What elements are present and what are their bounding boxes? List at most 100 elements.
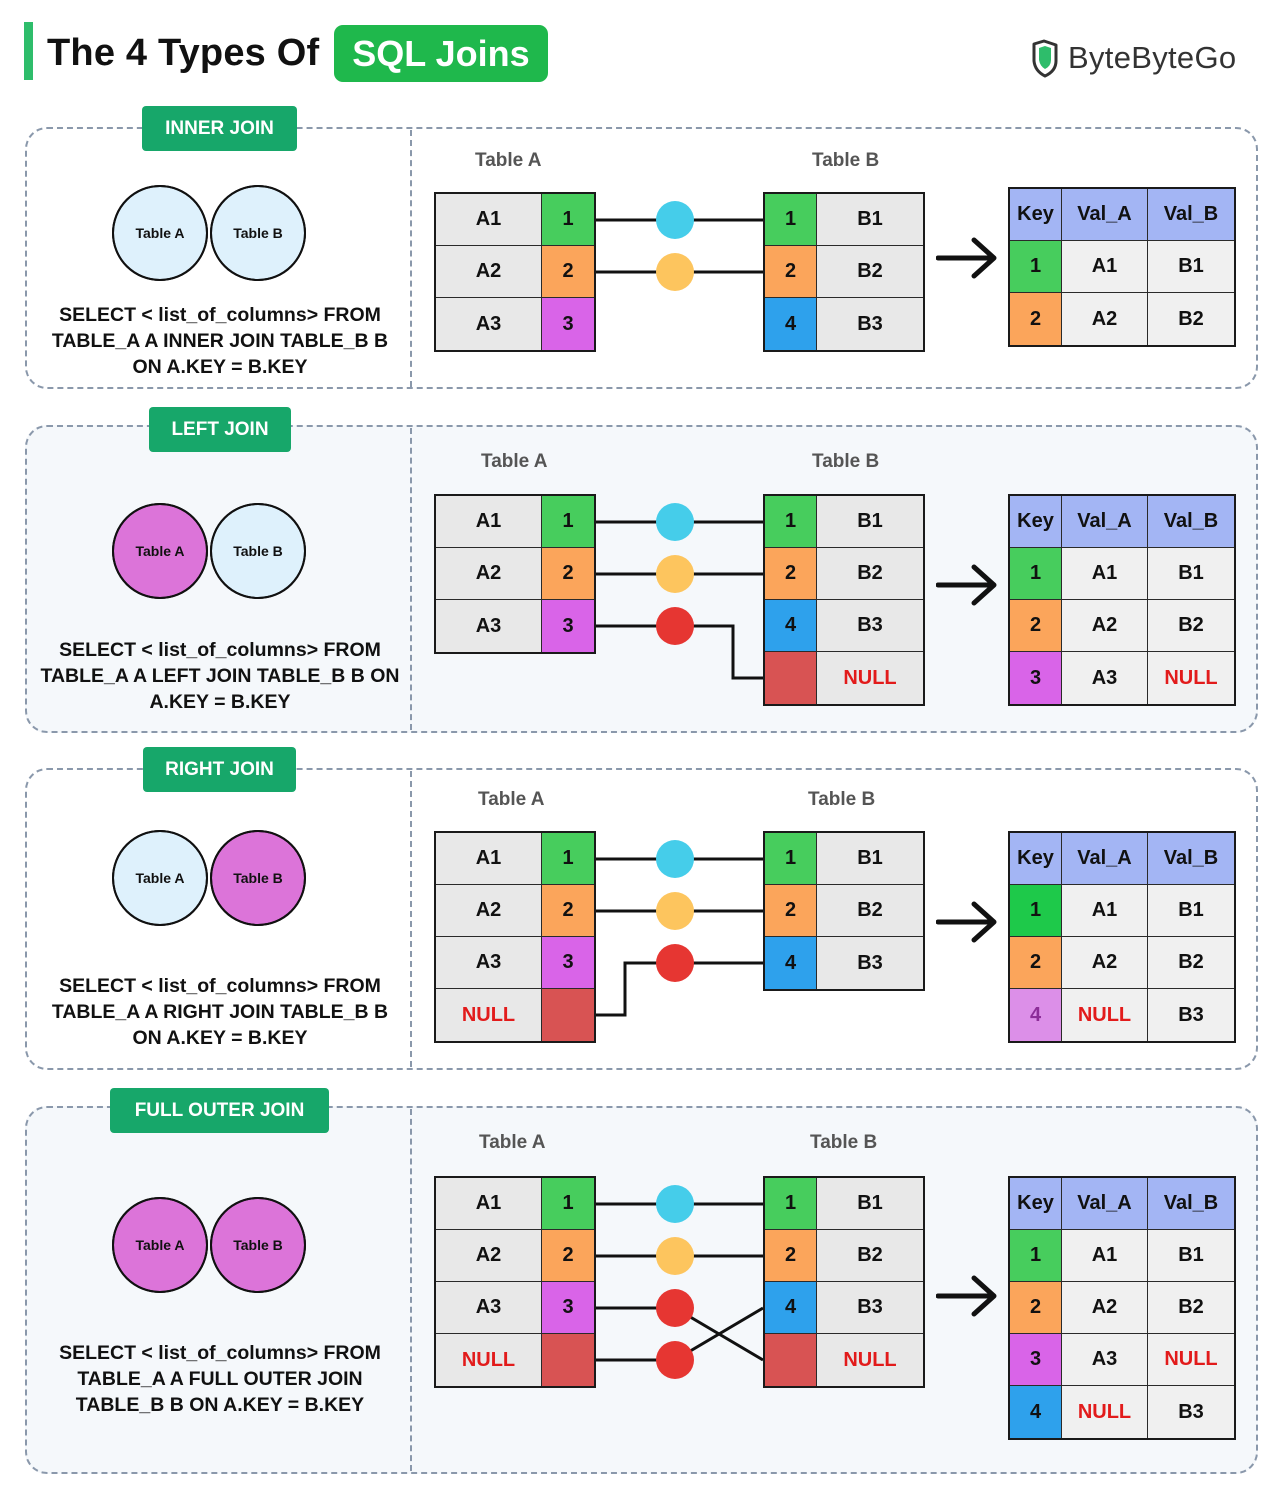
table-a-value-cell: NULL: [436, 1334, 542, 1386]
result-header-cell: Val_A: [1062, 496, 1148, 548]
table-b-value-cell: B3: [817, 1282, 923, 1334]
table-a-key-cell: 2: [542, 246, 594, 298]
result-header-cell: Key: [1010, 1178, 1062, 1230]
result-key-cell: 2: [1010, 1282, 1062, 1334]
result-key-cell: 4: [1010, 1386, 1062, 1438]
table-b-value-cell: B3: [817, 937, 923, 989]
venn-diagram-full: Table A Table B: [113, 1197, 306, 1293]
result-value-cell: A1: [1062, 885, 1148, 937]
page-title-highlight: SQL Joins: [334, 25, 548, 82]
panel-divider: [410, 130, 412, 387]
venn-diagram-left: Table A Table B: [112, 503, 306, 599]
result-key-cell: 4: [1010, 989, 1062, 1041]
table-a-value-cell: A3: [436, 600, 542, 652]
venn-label-a: Table A: [135, 870, 184, 886]
result-value-cell: B1: [1148, 885, 1234, 937]
right-join-sql: SELECT < list_of_columns> FROM TABLE_A A…: [30, 973, 410, 1051]
table-a-key-cell: 1: [542, 833, 594, 885]
table-b-key-cell: 1: [765, 194, 817, 246]
table-b-key-cell: 1: [765, 833, 817, 885]
table-a-label: Table A: [478, 789, 545, 810]
match-dot: [656, 1185, 694, 1223]
table-b-value-cell: B1: [817, 833, 923, 885]
result-arrow-icon: [936, 564, 997, 606]
match-dot: [656, 503, 694, 541]
table-b-value-cell: B1: [817, 1178, 923, 1230]
match-dot: [656, 840, 694, 878]
table-b-value-cell: B3: [817, 600, 923, 652]
page-title: The 4 Types Of: [47, 32, 320, 74]
table-a-key-cell: [542, 1334, 594, 1386]
venn-outline-b: [210, 503, 306, 599]
table-b-value-cell: NULL: [817, 652, 923, 704]
table-a-value-cell: A1: [436, 496, 542, 548]
sql-line: ON A.KEY = B.KEY: [132, 1027, 308, 1049]
table-a-key-cell: 3: [542, 1282, 594, 1334]
table-a-key-cell: 1: [542, 496, 594, 548]
table-a-key-cell: 3: [542, 600, 594, 652]
result-key-cell: 1: [1010, 241, 1062, 293]
result-arrow-icon: [936, 901, 997, 943]
venn-label-b: Table B: [233, 1237, 283, 1253]
table-b-value-cell: B2: [817, 246, 923, 298]
result-value-cell: NULL: [1062, 989, 1148, 1041]
connector-line: [594, 624, 763, 680]
table-b-label: Table B: [812, 150, 880, 171]
result-value-cell: A3: [1062, 652, 1148, 704]
match-dot: [656, 1289, 694, 1327]
venn-outline-a: [112, 503, 208, 599]
table-a-label: Table A: [479, 1132, 546, 1153]
sql-line: SELECT < list_of_columns> FROM: [59, 304, 381, 326]
sql-line: SELECT < list_of_columns> FROM: [59, 639, 381, 661]
table-b-key-cell: 4: [765, 1282, 817, 1334]
table-a-key-cell: [542, 989, 594, 1041]
result-value-cell: NULL: [1148, 1334, 1234, 1386]
result-value-cell: A2: [1062, 937, 1148, 989]
inner-join-badge: INNER JOIN: [142, 106, 297, 151]
match-dot: [656, 1237, 694, 1275]
sql-line: ON A.KEY = B.KEY: [132, 356, 308, 378]
table-a-value-cell: A2: [436, 1230, 542, 1282]
table-b-label: Table B: [812, 451, 880, 472]
result-value-cell: A1: [1062, 548, 1148, 600]
match-dot: [656, 607, 694, 645]
table-b-key-cell: 4: [765, 298, 817, 350]
match-dot: [656, 253, 694, 291]
left-join-sql: SELECT < list_of_columns> FROM TABLE_A A…: [30, 637, 410, 715]
result-header-cell: Val_B: [1148, 1178, 1234, 1230]
result-value-cell: B3: [1148, 1386, 1234, 1438]
table-a-key-cell: 3: [542, 298, 594, 350]
result-value-cell: A2: [1062, 1282, 1148, 1334]
venn-label-b: Table B: [233, 543, 283, 559]
table-a-value-cell: A3: [436, 1282, 542, 1334]
result-arrow-icon: [936, 1275, 997, 1317]
table-b-key-cell: [765, 1334, 817, 1386]
table-b-key-cell: 2: [765, 548, 817, 600]
result-value-cell: A2: [1062, 293, 1148, 345]
result-value-cell: B2: [1148, 293, 1234, 345]
match-dot: [656, 555, 694, 593]
table-a-value-cell: A3: [436, 298, 542, 350]
result-value-cell: A2: [1062, 600, 1148, 652]
title-accent-bar: [24, 22, 33, 80]
venn-outline-b: [210, 1197, 306, 1293]
panel-divider: [410, 1109, 412, 1471]
table-b-key-cell: 1: [765, 496, 817, 548]
result-value-cell: A3: [1062, 1334, 1148, 1386]
table-a-value-cell: NULL: [436, 989, 542, 1041]
table-b-value-cell: B1: [817, 194, 923, 246]
venn-outline-b: [210, 185, 306, 281]
table-b-value-cell: B2: [817, 885, 923, 937]
sql-line: TABLE_B B ON A.KEY = B.KEY: [75, 1394, 365, 1416]
table-b-value-cell: B3: [817, 298, 923, 350]
venn-label-a: Table A: [135, 543, 184, 559]
venn-label-a: Table A: [135, 1237, 184, 1253]
